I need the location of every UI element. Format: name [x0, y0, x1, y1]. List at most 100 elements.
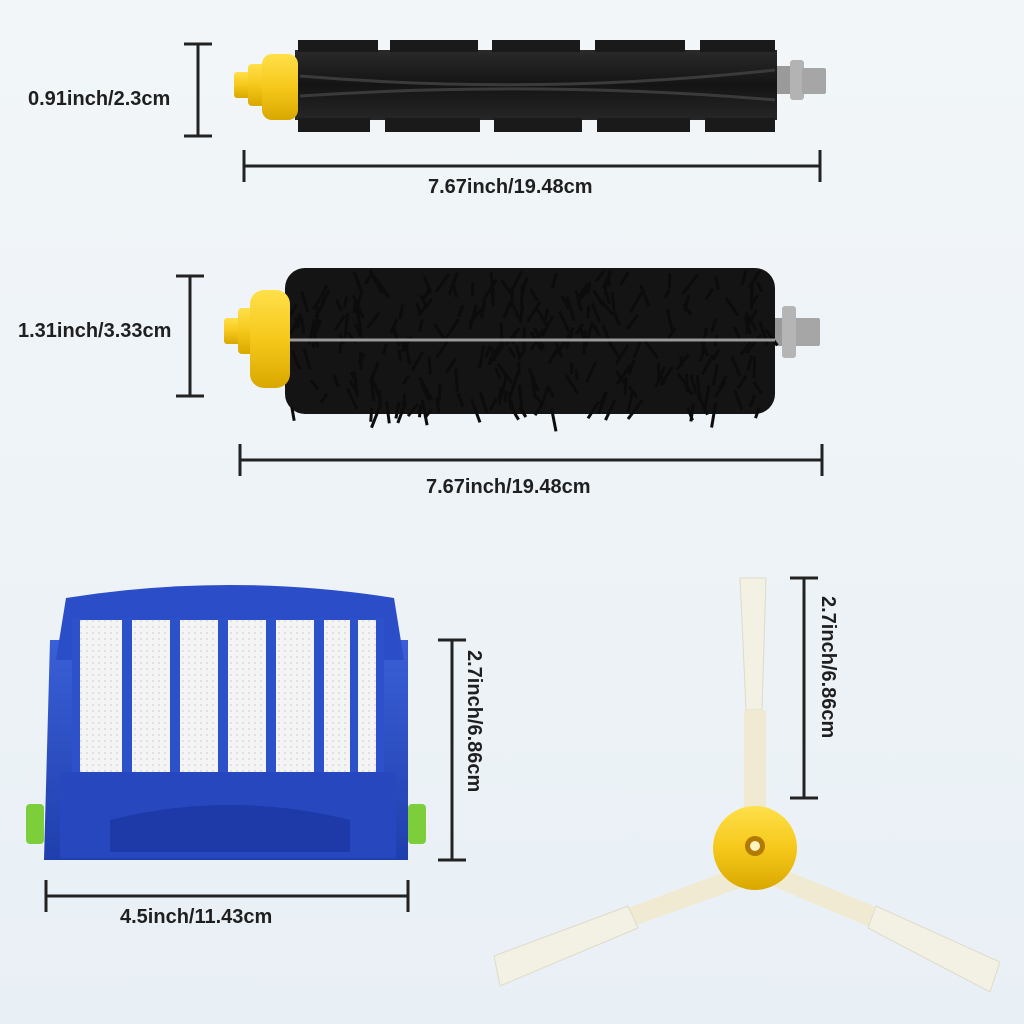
- bristle-stroke: [745, 333, 763, 355]
- bristle-stroke: [332, 373, 340, 388]
- bristle-stroke: [389, 318, 399, 334]
- bristle-stroke: [354, 305, 361, 318]
- bristle-stroke: [509, 270, 523, 293]
- bristle-stroke: [366, 311, 381, 330]
- bristle-stroke: [733, 389, 744, 411]
- bristle-stroke: [494, 367, 502, 380]
- bristle-stroke: [419, 382, 431, 401]
- bristle-stroke: [550, 273, 558, 289]
- bristle-stroke: [435, 396, 441, 414]
- bristle-stroke: [681, 273, 699, 296]
- bristle-stroke: [434, 273, 450, 293]
- bristle-stroke: [755, 280, 764, 293]
- bristle-stroke: [320, 284, 328, 296]
- bristle-stroke: [352, 294, 365, 319]
- dimension-lines: [44, 42, 824, 912]
- bristle-stroke: [750, 284, 754, 310]
- bristle-stroke: [736, 375, 748, 390]
- bristle-stroke: [364, 274, 373, 285]
- bristle-stroke: [526, 300, 542, 323]
- bristle-stroke: [754, 407, 761, 419]
- bristle-stroke: [615, 370, 627, 386]
- bristle-stroke: [700, 354, 715, 376]
- bristle-stroke: [703, 385, 711, 408]
- bristle-stroke: [499, 322, 504, 348]
- filter-width-label: 4.5inch/11.43cm: [120, 906, 273, 928]
- bristle-stroke: [420, 399, 429, 426]
- bristle-stroke: [300, 318, 306, 334]
- side-brush-height-label: 2.7inch/6.86cm: [817, 596, 839, 739]
- bristle-stroke: [615, 363, 633, 385]
- bristle-stroke: [530, 376, 537, 399]
- bristle-stroke: [394, 402, 401, 419]
- bristle-stroke: [437, 384, 442, 403]
- bristle-stroke: [518, 304, 525, 324]
- bristle-stroke: [560, 294, 570, 310]
- bristle-stroke: [352, 371, 359, 397]
- bristle-stroke: [352, 271, 364, 295]
- bristle-stroke: [488, 340, 504, 362]
- bristle-stroke: [599, 391, 607, 405]
- bristle-stroke: [665, 308, 675, 334]
- bristle-stroke: [574, 289, 583, 312]
- bristle-stroke: [456, 392, 465, 408]
- bristle-stroke: [627, 359, 636, 375]
- bristle-stroke: [378, 389, 382, 409]
- bristle-stroke: [469, 398, 482, 423]
- bristle-stroke: [604, 291, 611, 305]
- bristle-stroke: [752, 356, 757, 379]
- bristle-stroke: [554, 341, 563, 358]
- bristle-stroke: [427, 356, 432, 375]
- bristle-stroke: [487, 345, 504, 366]
- bristle-stroke: [626, 391, 634, 413]
- bristle-stroke: [502, 301, 512, 319]
- beater-brush-length-label: 7.67inch/19.48cm: [428, 176, 593, 198]
- bristle-stroke: [520, 284, 524, 308]
- bristle-stroke: [550, 408, 558, 432]
- bristle-stroke: [447, 272, 459, 296]
- bristle-stroke: [689, 374, 698, 394]
- bristle-stroke: [586, 281, 591, 294]
- bristle-stroke: [558, 310, 571, 332]
- bristle-stroke: [368, 269, 384, 295]
- bristle-stroke: [696, 393, 709, 416]
- bristle-stroke: [369, 407, 374, 422]
- bristle-stroke: [594, 270, 606, 283]
- bristle-stroke: [626, 399, 644, 420]
- bristle-stroke: [698, 349, 706, 363]
- bristle-stroke: [540, 315, 554, 337]
- bristle-stroke: [713, 381, 727, 398]
- bristle-stroke: [685, 373, 689, 393]
- bristle-stroke: [496, 362, 514, 384]
- bristle-stroke: [289, 316, 301, 335]
- bristle-stroke: [489, 271, 496, 295]
- bristle-stroke: [704, 287, 715, 301]
- bristle-stroke: [629, 291, 644, 314]
- bristle-brush-length-label: 7.67inch/19.48cm: [426, 476, 591, 498]
- bristle-stroke: [533, 327, 546, 349]
- bristle-stroke: [590, 302, 602, 323]
- bristle-stroke: [343, 313, 349, 338]
- bristle-stroke: [385, 401, 391, 424]
- bristle-stroke: [764, 328, 779, 347]
- bristle-stroke: [689, 403, 695, 422]
- bristle-stroke: [539, 387, 550, 407]
- bristle-stroke: [290, 406, 296, 421]
- bristle-stroke: [514, 344, 521, 357]
- bristle-stroke: [399, 340, 409, 351]
- bristle-stroke: [582, 330, 587, 355]
- bristle-stroke: [406, 402, 420, 418]
- bristle-stroke: [607, 270, 611, 287]
- bristle-brush: [224, 268, 820, 432]
- filter-height-label: 2.7inch/6.86cm: [463, 650, 485, 793]
- bristle-stroke: [313, 319, 323, 335]
- bristle-stroke: [639, 284, 651, 307]
- bristle-stroke: [468, 304, 478, 330]
- bristle-stroke: [711, 363, 719, 386]
- bristle-stroke: [504, 327, 521, 347]
- bristle-stroke: [659, 372, 666, 386]
- bristle-stroke: [508, 371, 520, 397]
- bristle-stroke: [396, 402, 407, 424]
- bristle-stroke: [451, 284, 458, 298]
